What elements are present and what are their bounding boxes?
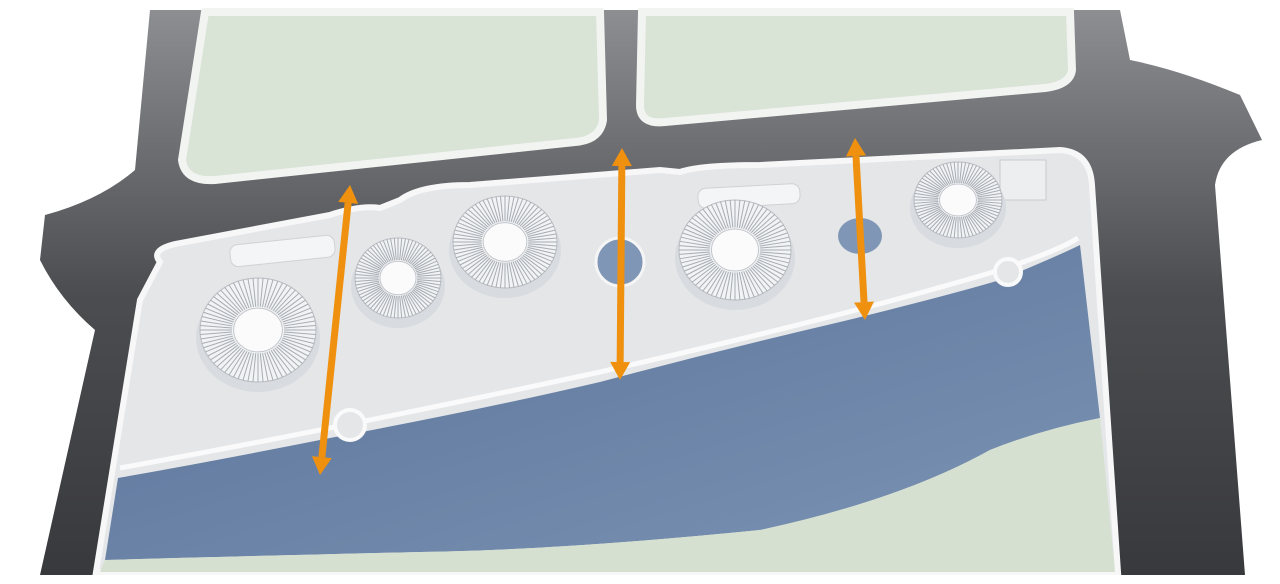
pavilion-roof-opening [233, 307, 283, 353]
double-arrow-icon [846, 138, 874, 320]
pavilion [449, 195, 561, 298]
pavilion-roof-opening [710, 228, 760, 272]
far-bank [100, 418, 1115, 572]
pavilion [675, 199, 795, 310]
block-top-right [635, 8, 1077, 127]
river [105, 245, 1100, 560]
double-arrow-icon [610, 148, 632, 380]
pavilion-roof-opening [939, 183, 977, 217]
canopy-west [229, 234, 336, 268]
pavilion [910, 161, 1006, 248]
lookout-circle-east [993, 257, 1023, 287]
block-top-left [177, 7, 608, 185]
pavilions [196, 161, 1006, 392]
pavilion-roof-opening [482, 222, 528, 262]
pavilion-roof-opening [379, 260, 417, 296]
arrows [311, 138, 874, 475]
pavilion [351, 237, 445, 328]
pavilion [196, 277, 320, 392]
lookout-circle-west [333, 408, 367, 442]
pavilion-square [999, 159, 1047, 201]
double-arrow-icon [311, 185, 359, 475]
